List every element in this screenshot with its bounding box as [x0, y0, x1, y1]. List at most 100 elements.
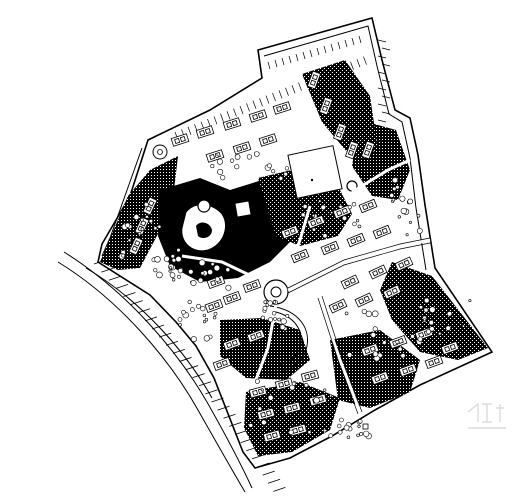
building-detail: [140, 220, 147, 227]
tree: [190, 336, 197, 343]
building-detail: [267, 136, 274, 143]
building: [424, 354, 444, 370]
building-cluster: [346, 232, 366, 248]
tree: [153, 268, 158, 273]
building-cluster: [344, 140, 360, 160]
tree: [423, 318, 427, 322]
parking-stall-line: [377, 103, 387, 107]
building-detail: [449, 343, 456, 351]
building-detail: [321, 105, 329, 112]
tree: [318, 199, 322, 203]
building-detail: [433, 357, 440, 365]
building-detail: [221, 359, 228, 367]
feature-circle: [197, 199, 211, 213]
tree: [140, 218, 144, 222]
building: [394, 256, 414, 272]
tree: [257, 406, 262, 411]
building: [340, 274, 360, 290]
building-detail: [329, 243, 336, 251]
building-detail: [241, 144, 248, 151]
building-cluster: [424, 354, 444, 370]
building-cluster: [360, 140, 376, 160]
tree: [418, 305, 423, 310]
building-detail: [291, 404, 298, 411]
tree: [461, 324, 465, 328]
tree: [423, 307, 429, 313]
building-detail: [284, 229, 291, 237]
tree: [359, 431, 364, 436]
small-building: [234, 200, 252, 218]
building: [248, 109, 268, 123]
parking-stall-line: [226, 111, 231, 120]
tree: [216, 158, 223, 165]
tree: [343, 424, 350, 431]
building-detail: [250, 333, 257, 341]
parking-stall-line: [220, 113, 224, 122]
tree: [280, 318, 287, 325]
building-cluster: [256, 407, 276, 421]
tree: [425, 329, 431, 335]
tree: [416, 227, 423, 234]
building-detail: [347, 149, 355, 156]
building-detail: [372, 270, 379, 277]
tree: [157, 224, 162, 229]
building: [212, 356, 232, 372]
building-cluster: [206, 274, 226, 290]
tree: [423, 297, 430, 304]
parking-stall-line: [377, 87, 387, 91]
building-cluster: [258, 133, 278, 147]
building-cluster: [306, 214, 326, 230]
tree: [168, 269, 172, 273]
building-detail: [444, 345, 451, 353]
building-detail: [276, 105, 283, 112]
tree: [268, 317, 274, 323]
tree: [338, 204, 343, 209]
plaza-square: [287, 145, 343, 199]
tree: [202, 313, 207, 318]
building-detail: [131, 245, 138, 252]
building-detail: [257, 112, 264, 119]
tree-clusters: [118, 151, 472, 440]
tree: [220, 175, 226, 181]
building-cluster: [320, 240, 340, 256]
building-detail: [364, 347, 371, 355]
building-detail: [369, 345, 376, 353]
road-mark: [205, 389, 218, 395]
road-mark: [115, 283, 129, 289]
building-cluster: [340, 274, 360, 290]
tree: [357, 224, 362, 229]
parking-stall-line: [309, 49, 313, 58]
tree: [260, 315, 265, 320]
building-cluster: [372, 224, 392, 240]
tree: [389, 192, 395, 198]
tree: [304, 383, 309, 388]
building-detail: [251, 281, 258, 289]
building: [354, 292, 374, 308]
building-cluster: [246, 328, 266, 344]
tree: [363, 430, 370, 437]
parking-stall-line: [381, 111, 391, 115]
tree: [391, 198, 396, 202]
building: [272, 101, 292, 115]
building-detail: [213, 301, 220, 309]
tree: [246, 154, 252, 160]
building-detail: [362, 203, 369, 211]
parking-stall-line: [252, 100, 257, 109]
tree: [175, 256, 182, 263]
building-cluster: [358, 198, 378, 214]
building-detail: [226, 295, 233, 303]
building-cluster: [280, 224, 300, 240]
building-detail: [367, 201, 374, 209]
tree: [416, 213, 421, 218]
marker-square: [362, 423, 369, 430]
tree: [397, 215, 401, 219]
parking-stall-line: [377, 71, 387, 75]
building: [300, 369, 320, 383]
tree: [365, 310, 372, 318]
building-detail: [204, 128, 211, 135]
building-detail: [283, 380, 290, 387]
tree: [133, 214, 140, 220]
building-detail: [231, 293, 238, 301]
tree: [176, 248, 181, 253]
